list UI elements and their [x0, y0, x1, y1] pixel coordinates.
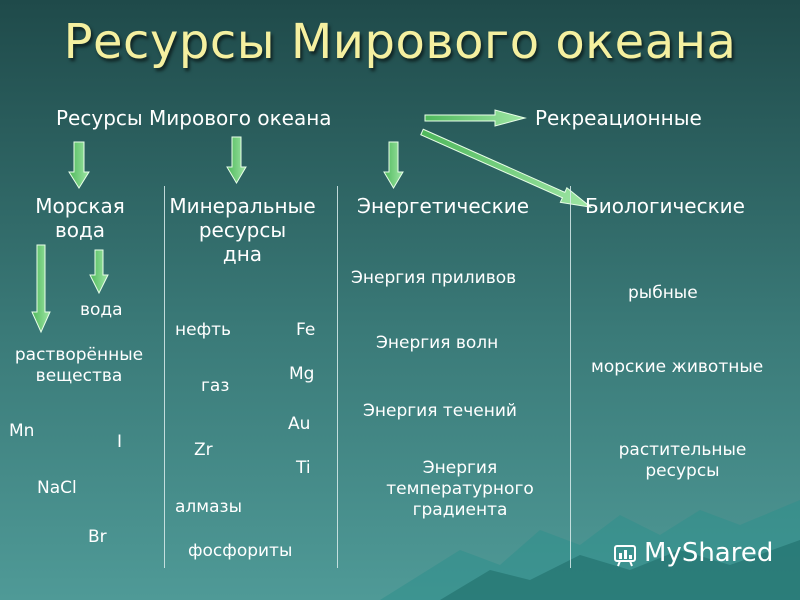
- sea-water-item-dissolved: растворённые вещества: [4, 345, 154, 387]
- mineral-heading-line2: ресурсы: [198, 218, 287, 242]
- arrow-down-water: [89, 249, 109, 295]
- sea-water-item-br: Br: [88, 527, 107, 547]
- arrow-down-energy: [383, 141, 404, 189]
- mineral-item-oil: нефть: [175, 320, 232, 340]
- dissolved-line1: растворённые: [14, 345, 144, 365]
- energy-heading: Энергетические: [357, 194, 530, 218]
- watermark-logo: MyShared: [612, 538, 773, 568]
- sea-water-item-nacl: NaCl: [37, 478, 77, 498]
- page-title: Ресурсы Мирового океана: [63, 14, 737, 70]
- biological-heading: Биологические: [585, 194, 745, 218]
- energy-item-tides: Энергия приливов: [351, 268, 517, 288]
- sea-water-item-i: I: [117, 432, 123, 452]
- mineral-heading-line1: Минеральные: [169, 194, 316, 218]
- mountains-decoration: [380, 500, 800, 600]
- mineral-heading-line3: дна: [222, 242, 263, 266]
- plants-line1: растительные: [618, 440, 747, 460]
- biological-item-plants: растительные ресурсы: [590, 440, 775, 482]
- thermal-line3: градиента: [412, 500, 508, 520]
- mineral-item-gas: газ: [201, 376, 230, 396]
- mineral-item-fe: Fe: [296, 320, 316, 340]
- sea-water-item-mn: Mn: [9, 421, 35, 441]
- mineral-item-ti: Ti: [296, 458, 311, 478]
- arrow-to-recreational: [424, 109, 527, 127]
- sea-water-heading: Морская вода: [20, 194, 140, 242]
- thermal-line2: температурного: [386, 479, 534, 499]
- sea-water-item-water: вода: [80, 300, 123, 320]
- mineral-item-diamonds: алмазы: [175, 497, 242, 517]
- recreational-node: Рекреационные: [535, 106, 702, 130]
- energy-item-waves: Энергия волн: [376, 333, 499, 353]
- arrow-to-biological: [420, 128, 593, 209]
- mineral-item-phosphorites: фосфориты: [188, 541, 293, 561]
- root-node: Ресурсы Мирового океана: [56, 106, 332, 130]
- mineral-heading: Минеральные ресурсы дна: [160, 194, 325, 266]
- watermark-text: MyShared: [644, 538, 774, 568]
- arrow-down-dissolved: [31, 244, 51, 334]
- thermal-line1: Энергия: [422, 458, 498, 478]
- energy-item-currents: Энергия течений: [363, 401, 517, 421]
- biological-item-animals: морские животные: [591, 357, 764, 377]
- biological-item-fish: рыбные: [628, 283, 698, 303]
- mineral-item-mg: Mg: [289, 364, 315, 384]
- energy-item-thermal: Энергия температурного градиента: [365, 458, 555, 521]
- dissolved-line2: вещества: [35, 366, 123, 386]
- separator-2: [337, 186, 338, 568]
- separator-3: [570, 186, 571, 568]
- arrow-down-mineral: [226, 136, 247, 184]
- sea-water-heading-line1: Морская: [35, 194, 125, 218]
- plants-line2: ресурсы: [645, 461, 720, 481]
- mineral-item-au: Au: [288, 414, 311, 434]
- mineral-item-zr: Zr: [194, 440, 213, 460]
- arrow-down-sea-water: [68, 141, 90, 189]
- chart-icon: [614, 544, 636, 566]
- sea-water-heading-line2: вода: [54, 218, 106, 242]
- separator-1: [164, 186, 165, 568]
